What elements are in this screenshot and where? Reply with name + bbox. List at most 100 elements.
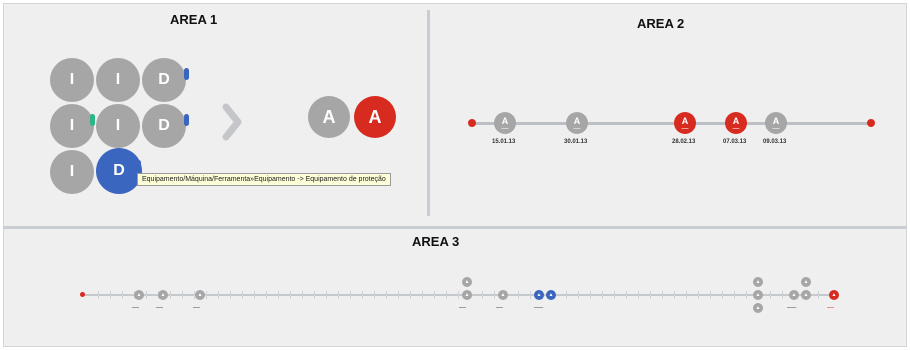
timeline-tick [614, 291, 615, 299]
timeline-tick [110, 291, 111, 299]
node-date: 28.02.13 [672, 139, 696, 145]
timeline-tick [638, 291, 639, 299]
timeline-tick [122, 291, 123, 299]
timeline-tick [278, 291, 279, 299]
timeline-tick [182, 291, 183, 299]
node-date-tiny: ▁▁▁ [496, 304, 503, 308]
timeline-tick [626, 291, 627, 299]
timeline-tick [230, 291, 231, 299]
timeline-node[interactable]: ▲ [753, 290, 763, 300]
timeline-tick [650, 291, 651, 299]
area3-title: AREA 3 [412, 234, 460, 249]
grid-circle-d-selected[interactable]: D [96, 148, 142, 194]
grid-circle-i[interactable]: I [50, 58, 94, 102]
chevron-right-icon [222, 103, 242, 141]
grid-circle-i[interactable]: I [96, 58, 140, 102]
timeline-tick [338, 291, 339, 299]
node-date: 15.01.13 [492, 139, 516, 145]
timeline-node[interactable]: ▲ [158, 290, 168, 300]
timeline-node[interactable]: ▲ [801, 277, 811, 287]
node-date: 30.01.13 [564, 139, 588, 145]
horizontal-divider [3, 226, 907, 229]
node-date-tiny: ▁▁▁ [459, 304, 466, 308]
timeline-node[interactable]: ▲ [498, 290, 508, 300]
timeline-tick [518, 291, 519, 299]
timeline-axis [472, 122, 872, 125]
grid-circle-d[interactable]: D [142, 104, 186, 148]
timeline-node[interactable]: ▲ [462, 277, 472, 287]
timeline-tick [98, 291, 99, 299]
timeline-tick [218, 291, 219, 299]
timeline-tick [206, 291, 207, 299]
timeline-tick [686, 291, 687, 299]
node-date-tiny: ▁▁▁ [156, 304, 163, 308]
timeline-end-dot [867, 119, 875, 127]
timeline-tick [242, 291, 243, 299]
timeline-tick [434, 291, 435, 299]
timeline-tick [818, 291, 819, 299]
node-label: A [573, 116, 581, 126]
result-circle-a[interactable]: A [308, 96, 350, 138]
timeline-tick [446, 291, 447, 299]
grid-circle-i[interactable]: I [96, 104, 140, 148]
timeline-node-selected[interactable]: ▲ [534, 290, 544, 300]
timeline-node[interactable]: A▁▁▁ [765, 112, 787, 134]
node-date-tiny: ▁▁▁ [132, 304, 139, 308]
timeline-node[interactable]: ▲ [753, 303, 763, 313]
timeline-tick [674, 291, 675, 299]
timeline-tick [194, 291, 195, 299]
grid-circle-i[interactable]: I [50, 150, 94, 194]
timeline-node[interactable]: A▁▁▁ [494, 112, 516, 134]
timeline-node[interactable]: A▁▁▁ [566, 112, 588, 134]
node-date: 07.03.13 [723, 139, 747, 145]
node-code-bar: ▁▁▁ [573, 125, 581, 129]
timeline-tick [782, 291, 783, 299]
timeline-tick [746, 291, 747, 299]
blue-marker-icon [136, 160, 141, 172]
timeline-node[interactable]: ▲ [134, 290, 144, 300]
timeline-tick [254, 291, 255, 299]
node-label: A [501, 116, 509, 126]
timeline-tick [398, 291, 399, 299]
timeline-tick [494, 291, 495, 299]
timeline-tick [734, 291, 735, 299]
vertical-divider [427, 10, 430, 216]
timeline-tick [386, 291, 387, 299]
timeline-node[interactable]: ▲ [753, 277, 763, 287]
node-date-tiny: ▁▁▁ [193, 304, 200, 308]
timeline-tick [578, 291, 579, 299]
timeline-tick [362, 291, 363, 299]
timeline-tick [374, 291, 375, 299]
timeline-node[interactable]: ▲ [801, 290, 811, 300]
timeline-node-alert[interactable]: A▁▁▁ [674, 112, 696, 134]
grid-circle-i[interactable]: I [50, 104, 94, 148]
node-label: A [681, 116, 689, 126]
node-label: A [732, 116, 740, 126]
timeline-tick [410, 291, 411, 299]
timeline-node[interactable]: ▲ [789, 290, 799, 300]
area1-title: AREA 1 [170, 12, 218, 27]
blue-marker-icon [184, 114, 189, 126]
node-code-bar: ▁▁▁ [772, 125, 780, 129]
node-label: A [772, 116, 780, 126]
area2-title: AREA 2 [637, 16, 685, 31]
grid-circle-d[interactable]: D [142, 58, 186, 102]
timeline-node[interactable]: ▲ [195, 290, 205, 300]
timeline-node-alert[interactable]: ▲ [829, 290, 839, 300]
timeline-node-selected[interactable]: ▲ [546, 290, 556, 300]
timeline-tick [602, 291, 603, 299]
result-circle-a-highlight[interactable]: A [354, 96, 396, 138]
teal-marker-icon [90, 114, 95, 126]
timeline-node-alert[interactable]: A▁▁▁ [725, 112, 747, 134]
node-date-tiny: ▁▁▁▁ [534, 304, 544, 308]
timeline-tick [266, 291, 267, 299]
timeline-tick [170, 291, 171, 299]
blue-marker-icon [184, 68, 189, 80]
timeline-start-dot [80, 292, 85, 297]
timeline-node[interactable]: ▲ [462, 290, 472, 300]
timeline-tick [530, 291, 531, 299]
timeline-tick [314, 291, 315, 299]
node-date-tiny: ▁▁▁ [827, 304, 834, 308]
timeline-tick [590, 291, 591, 299]
timeline-tick [422, 291, 423, 299]
